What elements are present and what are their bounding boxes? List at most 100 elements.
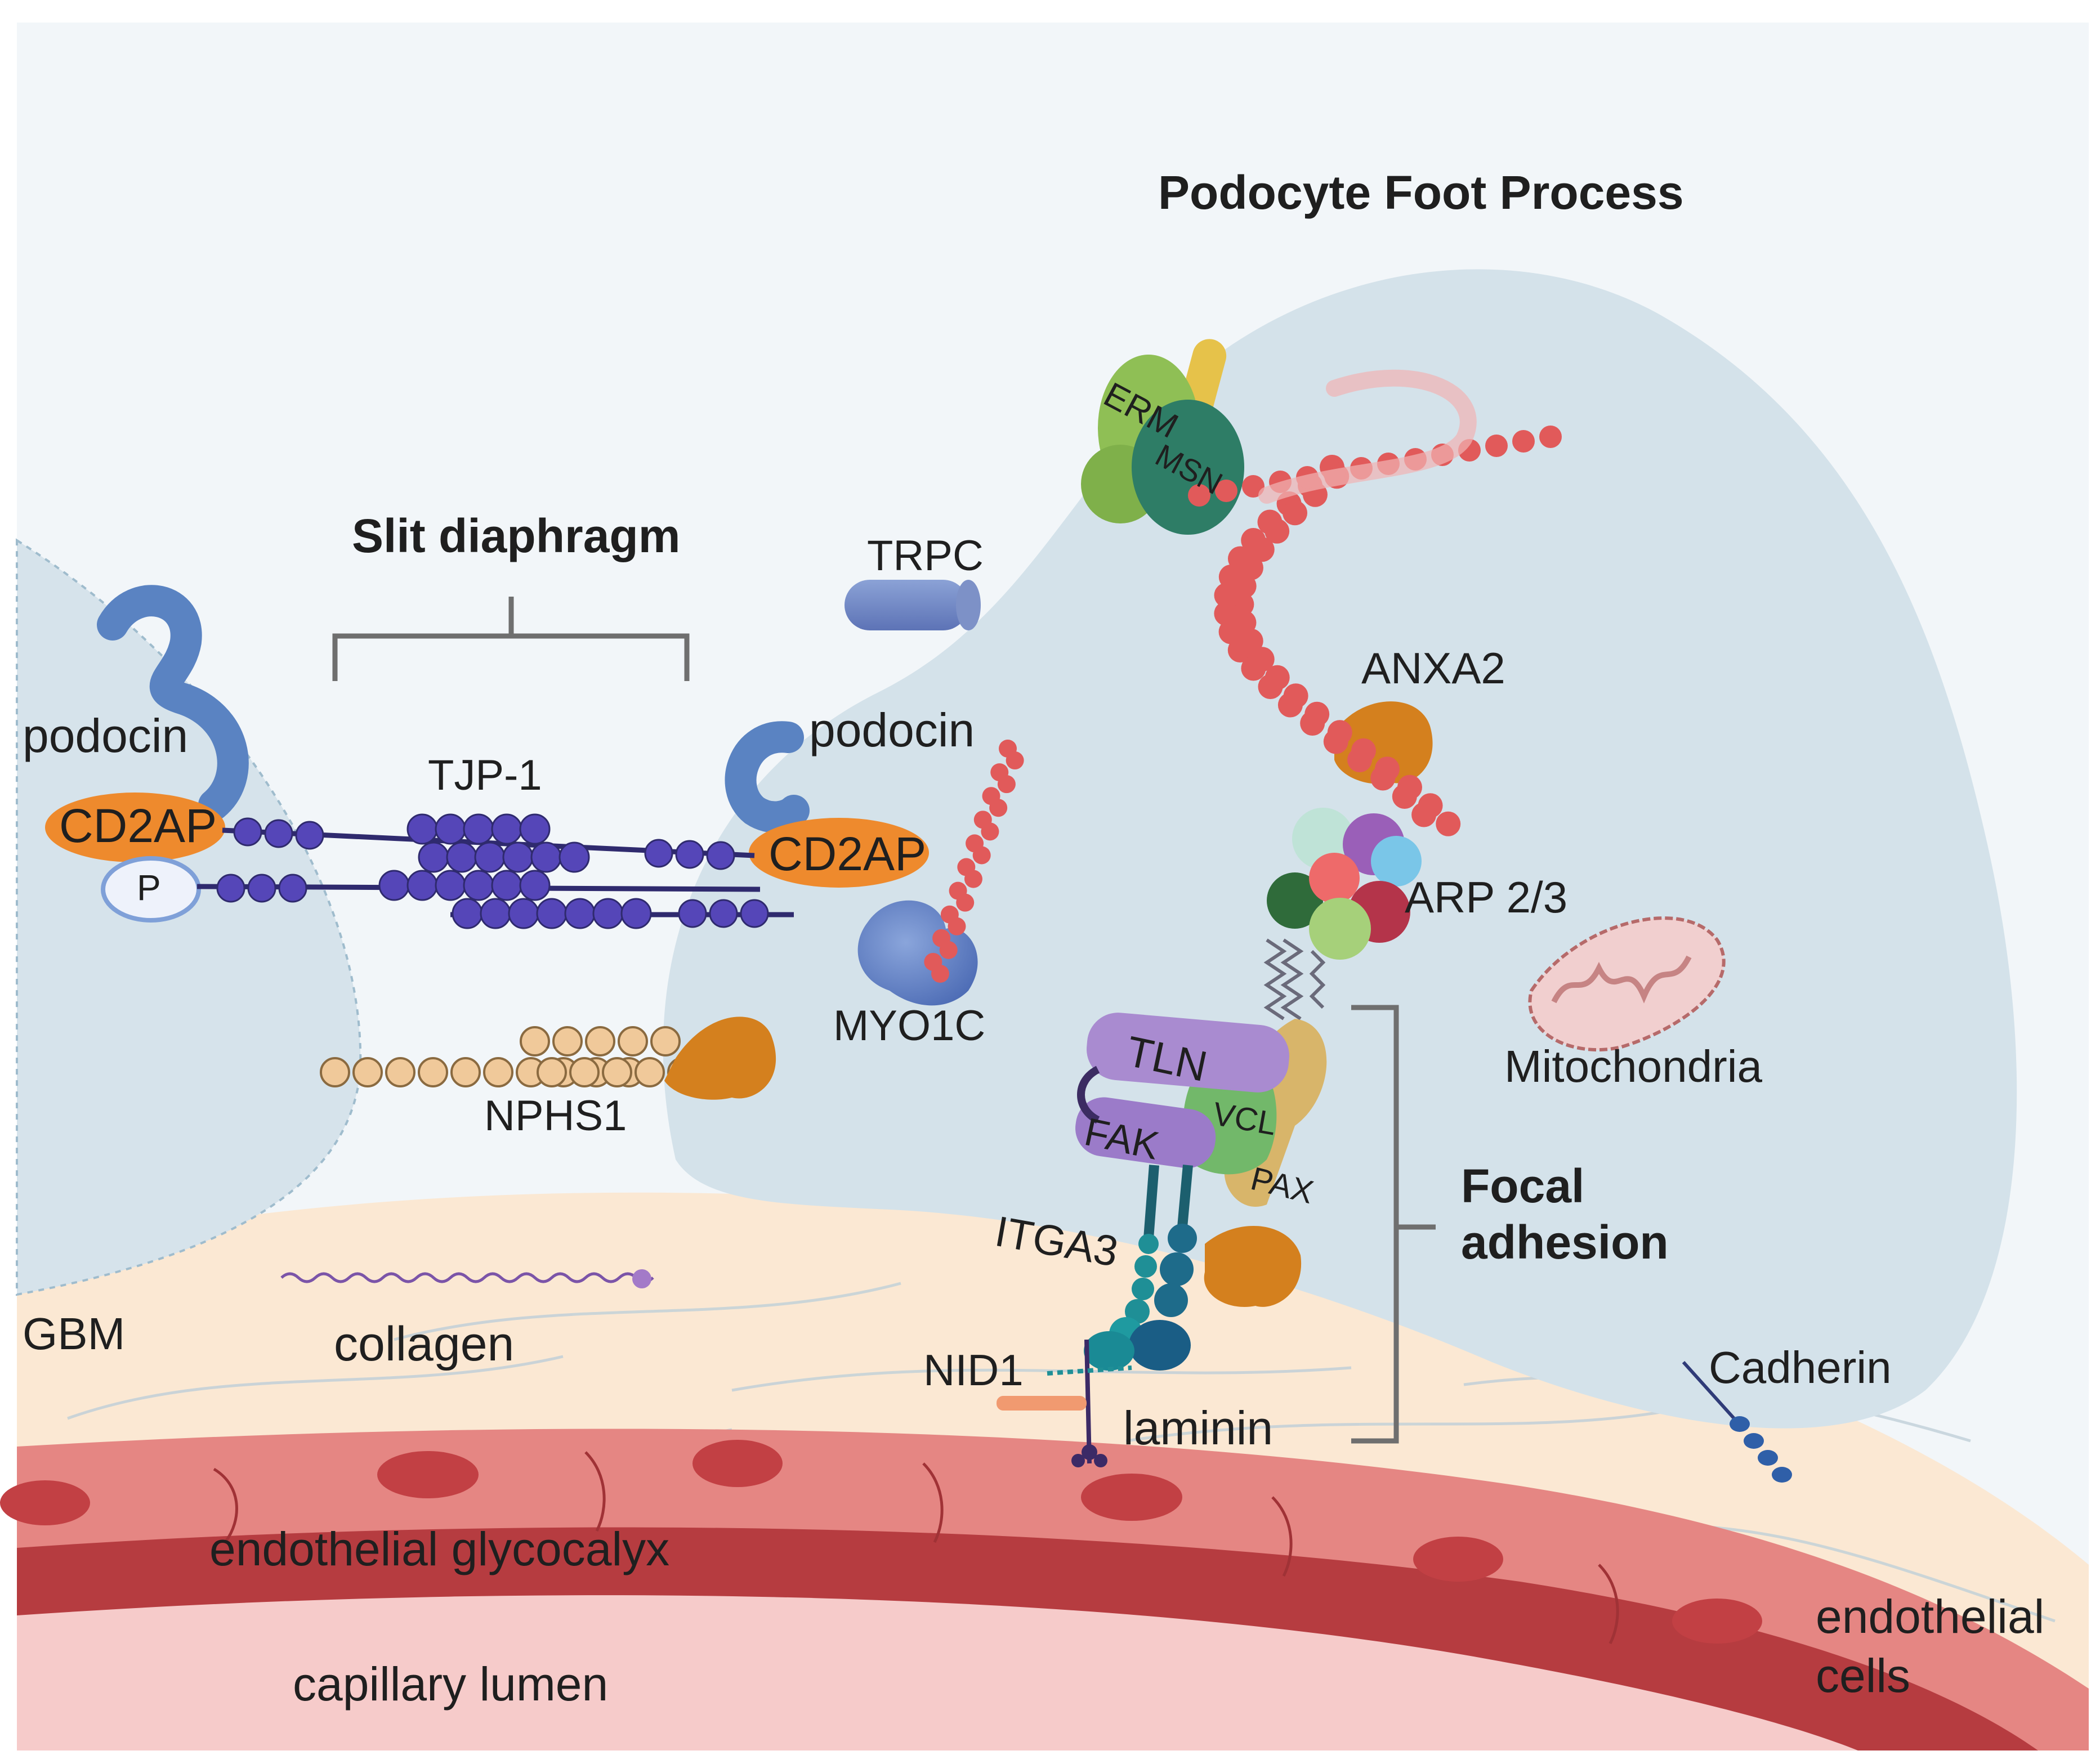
- tjp1-bead: [740, 899, 769, 928]
- actin-bead: [1006, 751, 1024, 770]
- cd2ap-right-oval: [749, 818, 929, 888]
- cadherin-label: Cadherin: [1709, 1342, 1892, 1393]
- cadherin-chain: [1682, 1360, 1792, 1483]
- focal-adhesion-heading-2: adhesion: [1461, 1216, 1669, 1269]
- mitochondrion: [1528, 916, 1726, 1052]
- actin-bead: [1436, 811, 1461, 836]
- trpc-label: TRPC: [867, 532, 984, 580]
- tjp1-bead: [706, 841, 735, 870]
- collagen-label: collagen: [334, 1317, 515, 1371]
- slit-bracket: [332, 597, 690, 681]
- gbm-label: GBM: [23, 1309, 126, 1359]
- endothelial-cells-label-1: endothelial: [1816, 1590, 2045, 1643]
- tjp1-bead: [264, 819, 293, 848]
- actin-bead: [1249, 537, 1275, 562]
- tjp1-bead: [247, 874, 276, 903]
- tjp1-bead: [406, 870, 438, 901]
- nphs1-bead: [569, 1057, 600, 1087]
- nphs1-bead: [585, 1026, 615, 1056]
- tjp1-label: TJP-1: [428, 751, 542, 799]
- lumen-label: capillary lumen: [293, 1658, 609, 1711]
- nphs1-bead: [352, 1057, 383, 1087]
- actin-bead: [1277, 692, 1303, 718]
- actin-bead: [997, 775, 1016, 794]
- actin-bead: [1218, 619, 1244, 644]
- tjp1-bead: [406, 813, 438, 845]
- tjp1-bead: [620, 898, 652, 929]
- tjp1-bead: [491, 813, 522, 845]
- actin-bead: [1215, 480, 1237, 502]
- tjp1-bead: [519, 813, 551, 845]
- cd2ap-left-oval: [45, 793, 225, 862]
- actin-bead: [1512, 430, 1535, 453]
- actin-bead: [956, 893, 975, 912]
- tjp1-bead: [709, 899, 738, 928]
- actin-bead: [1370, 765, 1396, 791]
- nphs1-bead: [418, 1057, 448, 1087]
- myo1c-shape: [857, 900, 978, 1006]
- nphs1-bead: [650, 1026, 681, 1056]
- actin-bead: [1258, 674, 1283, 699]
- nphs1-bead: [520, 1026, 550, 1056]
- left-podocyte: [16, 538, 362, 1296]
- actin-bead: [1265, 518, 1290, 544]
- tjp1-bead: [508, 898, 539, 929]
- tjp1-bead: [558, 841, 590, 873]
- actin-bead: [1392, 784, 1417, 809]
- actin-bead: [1241, 656, 1266, 681]
- tjp1-bead: [564, 898, 596, 929]
- phospho-label: P: [137, 867, 161, 908]
- tjp1-bead: [278, 874, 307, 903]
- actin-bead: [939, 941, 958, 959]
- nphs1-chain: [320, 1026, 698, 1087]
- endothelial-cell-borders: [213, 1451, 1619, 1645]
- tjp1-bead: [678, 899, 707, 928]
- podocin-left-shape: [97, 585, 249, 821]
- slit-diaphragm-heading: Slit diaphragm: [352, 509, 681, 562]
- nphs1-bead: [552, 1026, 583, 1056]
- linkers: [1263, 938, 1326, 1020]
- tjp1-bead: [644, 839, 673, 868]
- integrin: [1084, 1165, 1197, 1371]
- actin-bead: [981, 822, 999, 841]
- nphs1-label: NPHS1: [484, 1092, 627, 1140]
- tjp1-bead: [295, 821, 324, 850]
- tjp1-bead: [502, 841, 534, 873]
- mitochondria-label: Mitochondria: [1504, 1041, 1763, 1091]
- tjp1-bead: [418, 841, 449, 873]
- collagen-fiber: [280, 1272, 654, 1283]
- tjp1-bead: [536, 898, 568, 929]
- tjp1-bead: [592, 898, 624, 929]
- actin-strand: [1258, 369, 1477, 504]
- arp23-label: ARP 2/3: [1405, 872, 1568, 922]
- actin-bead: [989, 799, 1008, 817]
- tjp1-bead: [378, 870, 410, 901]
- erm-msn-complex: [1081, 339, 1244, 535]
- phospho-circle: [101, 856, 201, 923]
- tjp1-bead: [216, 874, 245, 903]
- tjp1-bead: [435, 813, 466, 845]
- actin-bead: [1188, 484, 1210, 507]
- tjp1-bead: [446, 841, 477, 873]
- podocin-right-label: podocin: [809, 704, 975, 756]
- tjp1-beads: [216, 813, 769, 929]
- cd2ap-right-label: CD2AP: [768, 827, 927, 880]
- myo1c-actin: [924, 740, 1024, 983]
- actin-bead: [1227, 638, 1253, 662]
- actin-bead: [1323, 729, 1348, 754]
- nphs1-bead: [483, 1057, 513, 1087]
- myo1c-label: MYO1C: [833, 1002, 986, 1050]
- anxa2-label: ANXA2: [1361, 643, 1505, 693]
- podocin-left-label: podocin: [23, 709, 189, 762]
- tjp1-bead: [519, 870, 551, 901]
- endothelial-cells-label-2: cells: [1816, 1649, 1911, 1702]
- nphs1-bead: [618, 1026, 648, 1056]
- tjp1-bead: [233, 817, 262, 847]
- tjp1-bead: [463, 870, 494, 901]
- nphs1-bead: [537, 1057, 567, 1087]
- capillary-lumen: [17, 1595, 1858, 1750]
- tjp1-bead: [463, 813, 494, 845]
- tjp1-bead: [435, 870, 466, 901]
- endothelial-nuclei: [0, 1440, 1762, 1644]
- laminin-nid1: [997, 1339, 1132, 1467]
